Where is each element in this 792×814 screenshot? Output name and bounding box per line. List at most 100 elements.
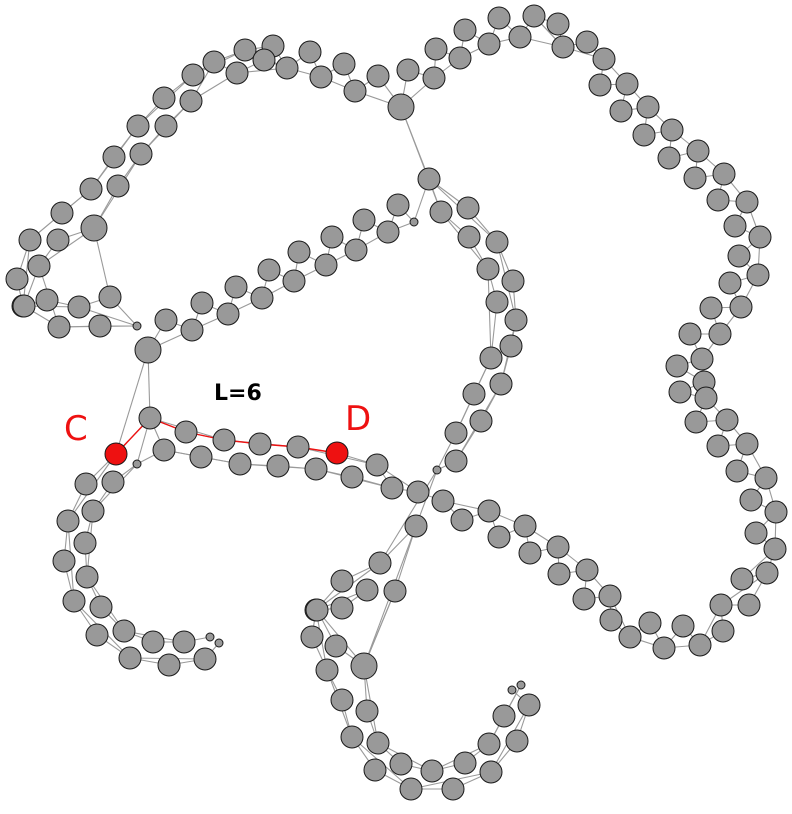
- graph-node: [73, 531, 97, 555]
- graph-node: [618, 625, 642, 649]
- graph-node: [355, 699, 379, 723]
- graph-node: [688, 633, 712, 657]
- graph-node: [735, 432, 759, 456]
- graph-node: [330, 596, 354, 620]
- node-label-c: C: [64, 409, 88, 449]
- graph-node: [518, 541, 542, 565]
- graph-node: [67, 295, 91, 319]
- graph-node: [314, 253, 338, 277]
- graph-edge: [115, 349, 149, 455]
- graph-node: [134, 336, 162, 364]
- graph-node: [212, 428, 236, 452]
- graph-node: [479, 346, 503, 370]
- graph-node: [660, 118, 684, 142]
- graph-node: [609, 99, 633, 123]
- graph-node: [35, 288, 59, 312]
- graph-node: [754, 466, 778, 490]
- graph-node: [98, 285, 122, 309]
- graph-node: [404, 514, 428, 538]
- graph-node: [546, 12, 570, 36]
- graph-node: [224, 275, 248, 299]
- graph-node: [737, 593, 761, 617]
- graph-node: [636, 95, 660, 119]
- graph-node: [551, 35, 575, 59]
- graph-node: [330, 569, 354, 593]
- graph-node: [275, 56, 299, 80]
- graph-node: [330, 688, 354, 712]
- graph-node: [712, 162, 736, 186]
- graph-node: [352, 208, 376, 232]
- graph-node: [507, 685, 517, 695]
- graph-node: [46, 228, 70, 252]
- graph-node: [252, 48, 276, 72]
- graph-node: [476, 257, 500, 281]
- graph-node: [504, 308, 528, 332]
- graph-node: [746, 263, 770, 287]
- graph-node: [74, 472, 98, 496]
- graph-node: [547, 562, 571, 586]
- path-length-label: L=6: [214, 381, 262, 406]
- graph-node: [190, 291, 214, 315]
- graph-node: [399, 777, 423, 801]
- graph-node: [477, 499, 501, 523]
- graph-node: [152, 438, 176, 462]
- graph-node: [516, 680, 526, 690]
- graph-node: [154, 308, 178, 332]
- graph-node: [462, 382, 486, 406]
- graph-node: [118, 646, 142, 670]
- graph-node: [340, 465, 364, 489]
- graph-node: [366, 731, 390, 755]
- graph-node: [592, 47, 616, 71]
- graph-node: [298, 40, 322, 64]
- graph-node: [492, 704, 516, 728]
- graph-node: [129, 142, 153, 166]
- graph-node: [422, 66, 446, 90]
- graph-node: [387, 93, 415, 121]
- graph-node: [282, 269, 306, 293]
- graph-node: [517, 693, 541, 717]
- graph-node: [62, 589, 86, 613]
- graph-node: [429, 200, 453, 224]
- graph-node: [453, 751, 477, 775]
- graph-node: [386, 193, 410, 217]
- graph-node: [417, 167, 441, 191]
- graph-node: [88, 314, 112, 338]
- graph-node: [718, 271, 742, 295]
- graph-nodes: [5, 4, 788, 801]
- graph-node: [216, 302, 240, 326]
- graph-node: [380, 476, 404, 500]
- graph-node: [248, 432, 272, 456]
- graph-node: [657, 146, 681, 170]
- graph-node: [52, 549, 76, 573]
- graph-edge: [363, 590, 396, 667]
- graph-node: [711, 619, 735, 643]
- graph-node: [686, 139, 710, 163]
- graph-node: [132, 321, 142, 331]
- graph-node: [744, 521, 768, 545]
- graph-node: [487, 525, 511, 549]
- graph-node: [668, 380, 692, 404]
- graph-node: [172, 630, 196, 654]
- graph-node: [376, 220, 400, 244]
- graph-node: [699, 296, 723, 320]
- graph-node: [79, 177, 103, 201]
- graph-node: [671, 614, 695, 638]
- graph-node: [453, 18, 477, 42]
- graph-node: [487, 6, 511, 30]
- graph-node: [424, 37, 448, 61]
- graph-node: [725, 459, 749, 483]
- graph-node: [441, 777, 465, 801]
- graph-node: [383, 579, 407, 603]
- graph-node: [324, 634, 348, 658]
- graph-node: [80, 214, 108, 242]
- graph-node: [18, 228, 42, 252]
- graph-node: [340, 725, 364, 749]
- graph-node: [126, 114, 150, 138]
- graph-node: [141, 630, 165, 654]
- graph-node: [102, 145, 126, 169]
- graph-node: [694, 386, 718, 410]
- graph-node: [50, 201, 74, 225]
- graph-node: [225, 61, 249, 85]
- graph-node: [652, 636, 676, 660]
